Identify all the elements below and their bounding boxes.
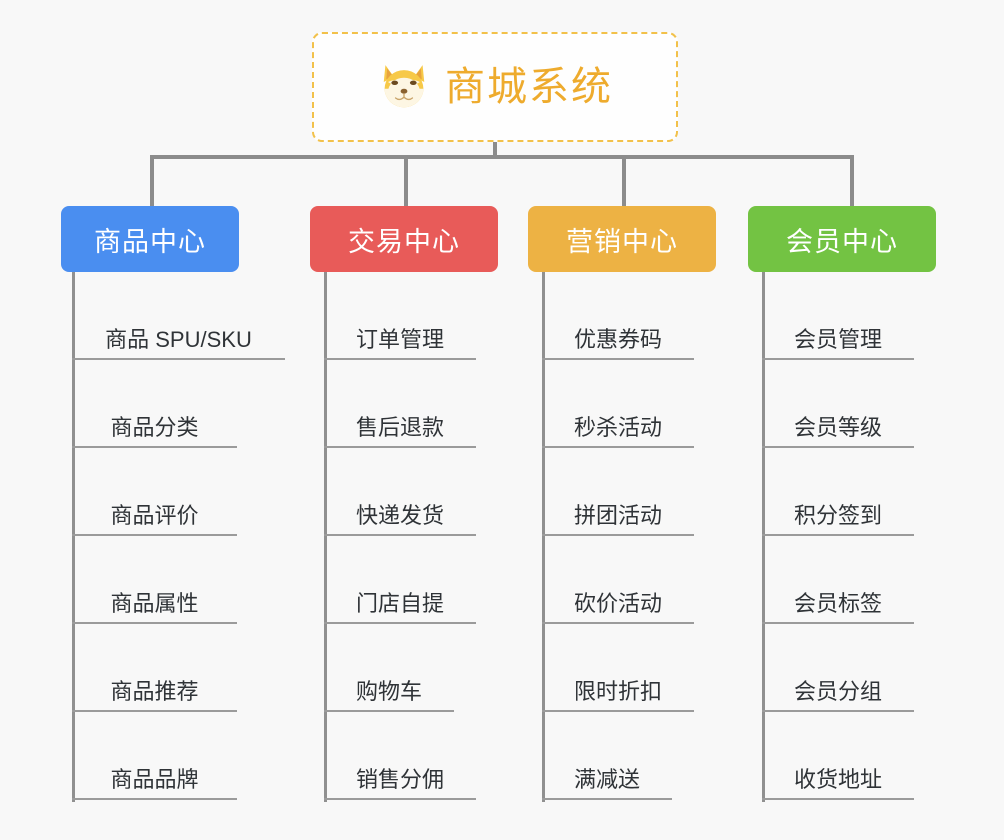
leaf-item-3-2[interactable]: 秒杀活动 xyxy=(542,360,694,448)
root-stem-connector xyxy=(493,142,497,158)
leaf-label: 商品评价 xyxy=(110,502,199,528)
branch-huiyuan-zhongxin: 会员中心 会员管理 会员等级 积分签到 会员标签 会员分组 收货地址 xyxy=(748,0,988,840)
leaf-label: 订单管理 xyxy=(355,326,444,352)
leaf-label: 商品品牌 xyxy=(110,766,199,792)
branch-jiaoyi-zhongxin: 交易中心 订单管理 售后退款 快递发货 门店自提 购物车 销售分佣 xyxy=(310,0,550,840)
leaf-label: 商品分类 xyxy=(110,414,199,440)
leaf-item-4-6[interactable]: 收货地址 xyxy=(762,712,914,800)
leaf-item-1-1[interactable]: 商品 SPU/SKU xyxy=(72,272,285,360)
leaf-label: 购物车 xyxy=(355,678,422,704)
leaf-item-3-6[interactable]: 满减送 xyxy=(542,712,672,800)
leaf-item-3-5[interactable]: 限时折扣 xyxy=(542,624,694,712)
leaf-label: 会员管理 xyxy=(793,326,882,352)
branch-rail-1 xyxy=(72,272,75,802)
branch-drop-connector-4 xyxy=(850,155,854,208)
branch-drop-connector-2 xyxy=(404,155,408,208)
leaf-label: 积分签到 xyxy=(793,502,882,528)
leaf-label: 满减送 xyxy=(573,766,640,792)
category-label-1: 商品中心 xyxy=(94,226,206,257)
leaf-item-3-4[interactable]: 砍价活动 xyxy=(542,536,694,624)
leaf-label: 限时折扣 xyxy=(573,678,662,704)
category-box-2[interactable]: 交易中心 xyxy=(310,206,498,272)
branch-rail-4 xyxy=(762,272,765,802)
branch-drop-connector-1 xyxy=(150,155,154,208)
leaf-item-2-3[interactable]: 快递发货 xyxy=(324,448,476,536)
leaf-label: 门店自提 xyxy=(355,590,444,616)
category-label-3: 营销中心 xyxy=(566,226,678,257)
leaf-label: 会员标签 xyxy=(793,590,882,616)
leaf-label: 售后退款 xyxy=(355,414,444,440)
category-box-3[interactable]: 营销中心 xyxy=(528,206,716,272)
leaf-item-1-6[interactable]: 商品品牌 xyxy=(72,712,237,800)
leaf-item-4-3[interactable]: 积分签到 xyxy=(762,448,914,536)
horizontal-bus-connector xyxy=(150,155,854,159)
leaf-item-3-1[interactable]: 优惠券码 xyxy=(542,272,694,360)
shiba-dog-face-icon xyxy=(383,65,425,108)
category-box-4[interactable]: 会员中心 xyxy=(748,206,936,272)
leaf-item-2-5[interactable]: 购物车 xyxy=(324,624,454,712)
leaf-item-2-2[interactable]: 售后退款 xyxy=(324,360,476,448)
leaf-label: 快递发货 xyxy=(355,502,444,528)
branch-drop-connector-3 xyxy=(622,155,626,208)
leaf-label: 砍价活动 xyxy=(573,590,662,616)
leaf-item-1-5[interactable]: 商品推荐 xyxy=(72,624,237,712)
leaf-label: 收货地址 xyxy=(793,766,882,792)
leaf-item-2-4[interactable]: 门店自提 xyxy=(324,536,476,624)
root-node[interactable]: 商城系统 xyxy=(312,32,678,142)
leaf-label: 销售分佣 xyxy=(355,766,444,792)
branch-shangpin-zhongxin: 商品中心 商品 SPU/SKU 商品分类 商品评价 商品属性 商品推荐 商品品牌 xyxy=(61,0,301,840)
root-label: 商城系统 xyxy=(445,65,613,109)
leaf-item-4-2[interactable]: 会员等级 xyxy=(762,360,914,448)
leaf-label: 优惠券码 xyxy=(573,326,662,352)
leaf-label: 商品属性 xyxy=(110,590,199,616)
leaf-item-3-3[interactable]: 拼团活动 xyxy=(542,448,694,536)
category-box-1[interactable]: 商品中心 xyxy=(61,206,239,272)
leaf-item-2-6[interactable]: 销售分佣 xyxy=(324,712,476,800)
leaf-item-1-2[interactable]: 商品分类 xyxy=(72,360,237,448)
branch-yingxiao-zhongxin: 营销中心 优惠券码 秒杀活动 拼团活动 砍价活动 限时折扣 满减送 xyxy=(528,0,768,840)
leaf-label: 会员分组 xyxy=(793,678,882,704)
leaf-item-4-5[interactable]: 会员分组 xyxy=(762,624,914,712)
leaf-item-4-4[interactable]: 会员标签 xyxy=(762,536,914,624)
leaf-label: 会员等级 xyxy=(793,414,882,440)
branch-rail-2 xyxy=(324,272,327,802)
leaf-label: 商品 SPU/SKU xyxy=(105,326,252,352)
leaf-label: 商品推荐 xyxy=(110,678,199,704)
leaf-item-1-4[interactable]: 商品属性 xyxy=(72,536,237,624)
category-label-4: 会员中心 xyxy=(786,226,898,257)
branch-rail-3 xyxy=(542,272,545,802)
leaf-label: 拼团活动 xyxy=(573,502,662,528)
leaf-item-2-1[interactable]: 订单管理 xyxy=(324,272,476,360)
leaf-label: 秒杀活动 xyxy=(573,414,662,440)
category-label-2: 交易中心 xyxy=(348,226,460,257)
leaf-item-4-1[interactable]: 会员管理 xyxy=(762,272,914,360)
leaf-item-1-3[interactable]: 商品评价 xyxy=(72,448,237,536)
